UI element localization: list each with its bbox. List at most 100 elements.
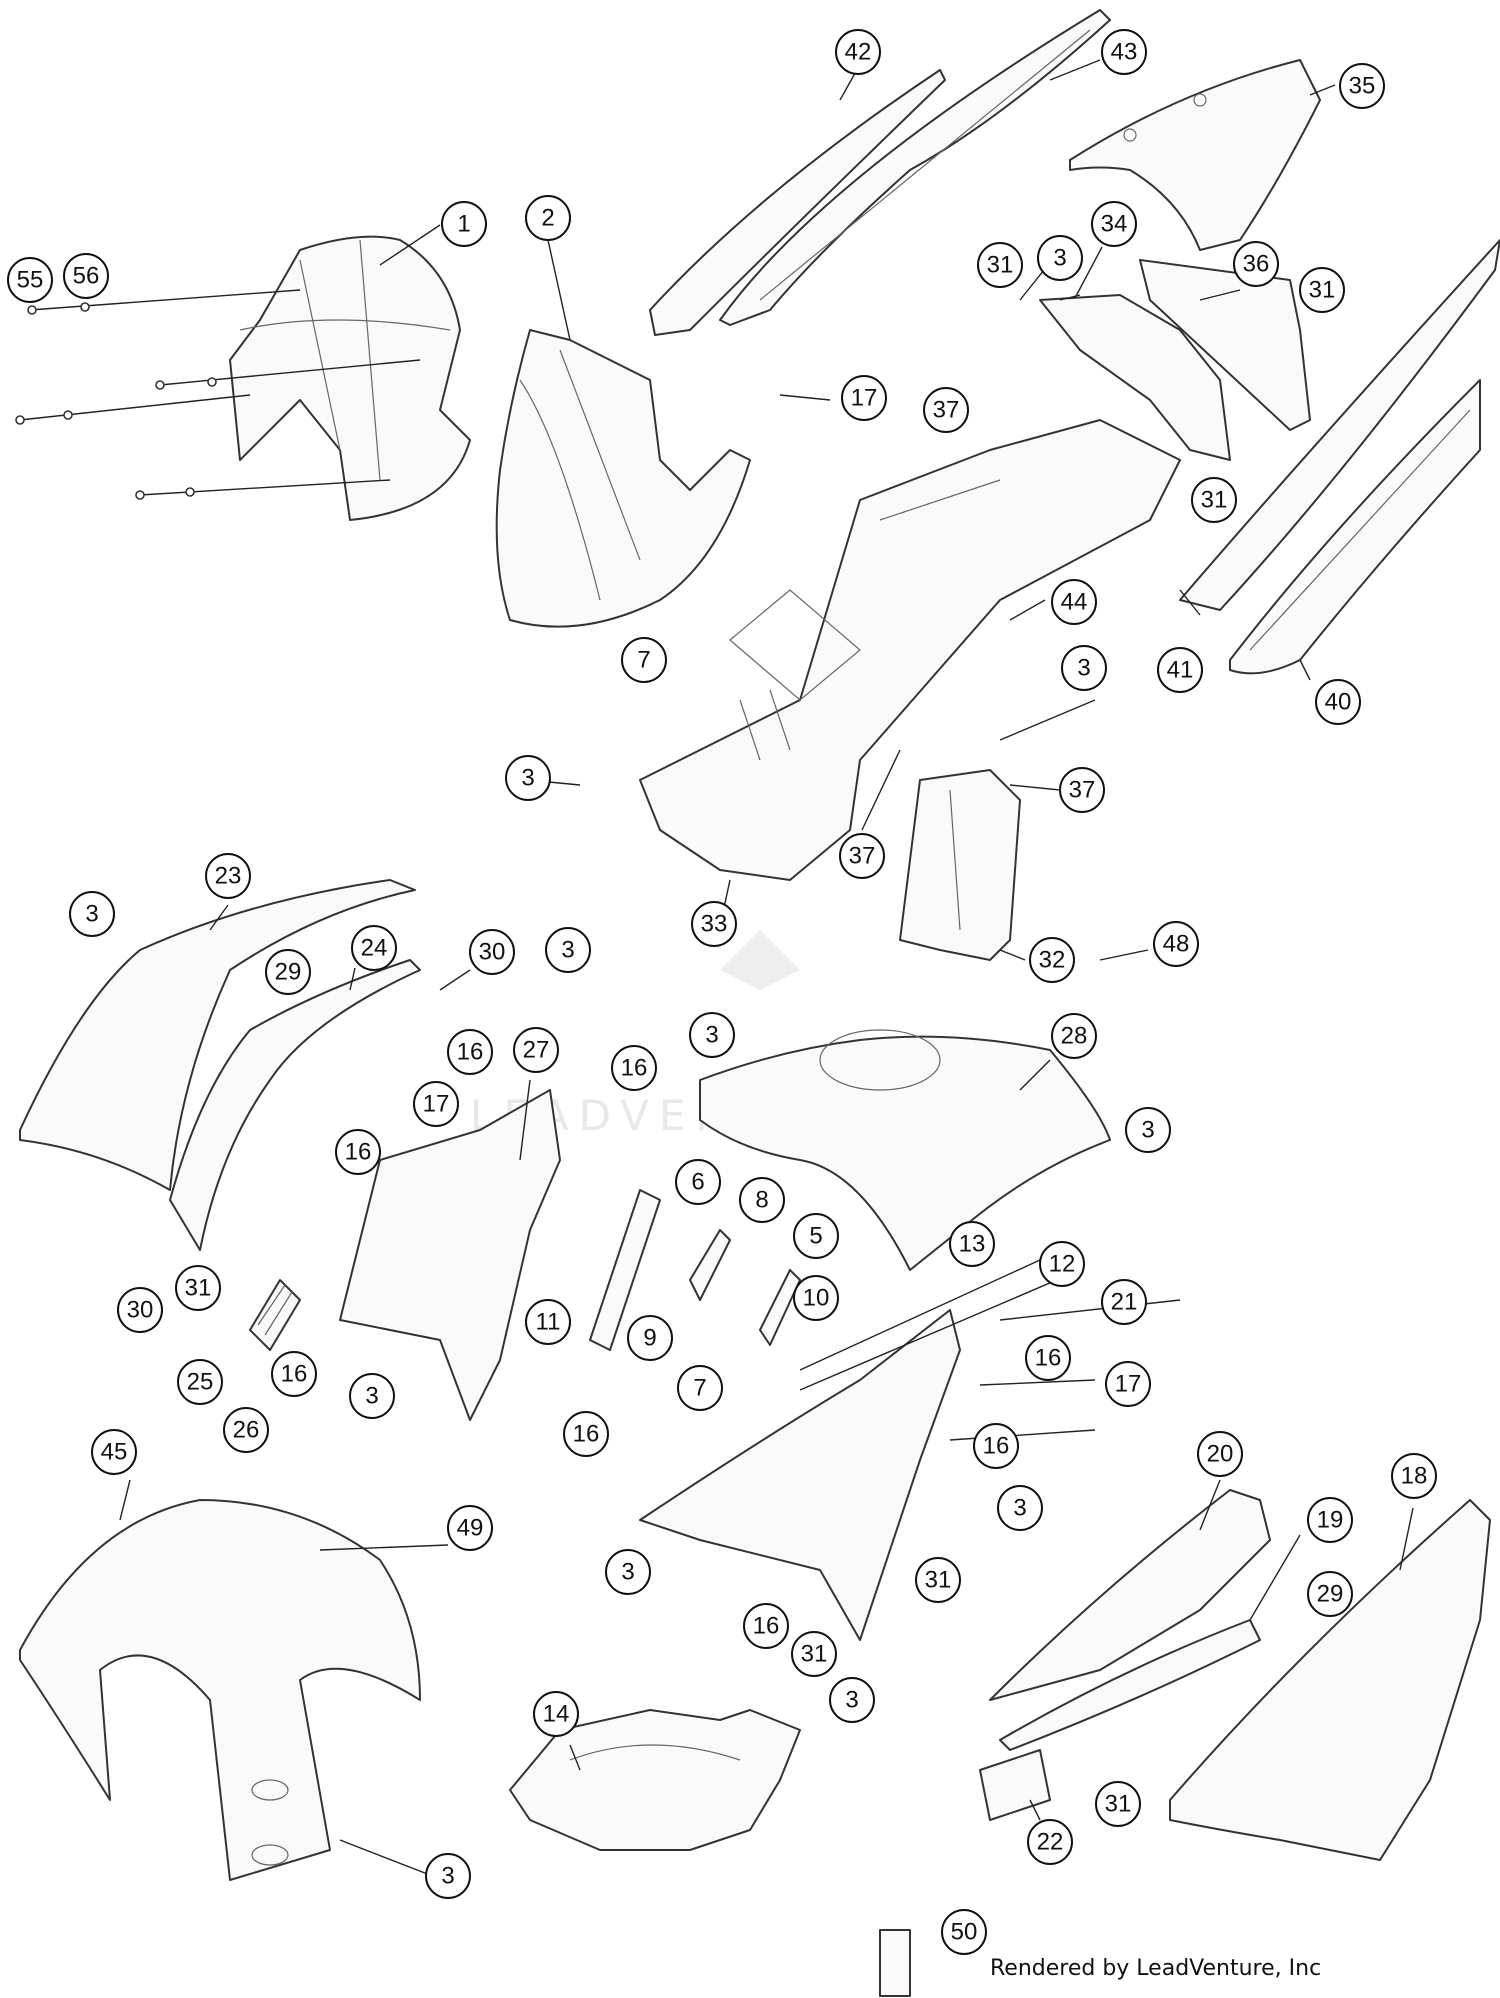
svg-text:40: 40 bbox=[1325, 689, 1352, 716]
seat-part bbox=[1069, 59, 1321, 251]
callout-18: 18 bbox=[1391, 1453, 1437, 1499]
callout-55: 55 bbox=[7, 257, 53, 303]
svg-text:17: 17 bbox=[423, 1091, 450, 1118]
callout-3: 3 bbox=[505, 755, 551, 801]
svg-text:16: 16 bbox=[1035, 1345, 1062, 1372]
front-fender-part bbox=[19, 1499, 421, 1881]
svg-text:22: 22 bbox=[1037, 1829, 1064, 1856]
callout-13: 13 bbox=[949, 1221, 995, 1267]
rear-fender-frame-part bbox=[639, 419, 1181, 881]
callout-6: 6 bbox=[675, 1159, 721, 1205]
callout-8: 8 bbox=[739, 1177, 785, 1223]
svg-text:56: 56 bbox=[73, 263, 100, 290]
svg-text:13: 13 bbox=[959, 1231, 986, 1258]
callout-40: 40 bbox=[1315, 679, 1361, 725]
callout-19: 19 bbox=[1307, 1497, 1353, 1543]
callout-12: 12 bbox=[1039, 1241, 1085, 1287]
callout-3: 3 bbox=[545, 927, 591, 973]
callout-49: 49 bbox=[447, 1505, 493, 1551]
callout-16: 16 bbox=[1025, 1335, 1071, 1381]
callout-3: 3 bbox=[425, 1853, 471, 1899]
svg-text:14: 14 bbox=[543, 1701, 570, 1728]
callout-31: 31 bbox=[791, 1631, 837, 1677]
svg-text:48: 48 bbox=[1163, 931, 1190, 958]
callout-32: 32 bbox=[1029, 937, 1075, 983]
callout-22: 22 bbox=[1027, 1819, 1073, 1865]
callout-37: 37 bbox=[923, 387, 969, 433]
screw-set-55-56 bbox=[15, 289, 421, 500]
svg-text:34: 34 bbox=[1101, 211, 1128, 238]
callout-17: 17 bbox=[1105, 1361, 1151, 1407]
callout-43: 43 bbox=[1101, 29, 1147, 75]
svg-text:20: 20 bbox=[1207, 1441, 1234, 1468]
callout-3: 3 bbox=[997, 1485, 1043, 1531]
filter-part bbox=[879, 1929, 911, 1997]
side-panel-part-20 bbox=[989, 1489, 1271, 1701]
callout-31: 31 bbox=[1095, 1781, 1141, 1827]
svg-text:29: 29 bbox=[1317, 1581, 1344, 1608]
callout-30: 30 bbox=[117, 1287, 163, 1333]
callout-17: 17 bbox=[841, 375, 887, 421]
svg-text:31: 31 bbox=[925, 1567, 952, 1594]
callout-20: 20 bbox=[1197, 1431, 1243, 1477]
svg-text:3: 3 bbox=[1053, 245, 1066, 272]
svg-text:37: 37 bbox=[933, 397, 960, 424]
callout-3: 3 bbox=[69, 891, 115, 937]
svg-text:5: 5 bbox=[809, 1223, 822, 1250]
callout-27: 27 bbox=[513, 1027, 559, 1073]
svg-text:7: 7 bbox=[693, 1375, 706, 1402]
svg-text:9: 9 bbox=[643, 1325, 656, 1352]
svg-text:3: 3 bbox=[621, 1559, 634, 1586]
callout-31: 31 bbox=[915, 1557, 961, 1603]
svg-text:16: 16 bbox=[983, 1433, 1010, 1460]
headlight-mask-part bbox=[495, 329, 751, 628]
svg-text:6: 6 bbox=[691, 1169, 704, 1196]
svg-text:26: 26 bbox=[233, 1417, 260, 1444]
svg-text:12: 12 bbox=[1049, 1251, 1076, 1278]
callout-17: 17 bbox=[413, 1081, 459, 1127]
svg-text:37: 37 bbox=[1069, 777, 1096, 804]
callout-24: 24 bbox=[351, 925, 397, 971]
callout-16: 16 bbox=[973, 1423, 1019, 1469]
svg-text:23: 23 bbox=[215, 863, 242, 890]
svg-text:55: 55 bbox=[17, 267, 44, 294]
svg-text:1: 1 bbox=[457, 211, 470, 238]
callout-29: 29 bbox=[265, 949, 311, 995]
callout-28: 28 bbox=[1051, 1013, 1097, 1059]
callout-42: 42 bbox=[835, 29, 881, 75]
callout-3: 3 bbox=[605, 1549, 651, 1595]
svg-text:36: 36 bbox=[1243, 251, 1270, 278]
svg-text:16: 16 bbox=[457, 1039, 484, 1066]
callout-9: 9 bbox=[627, 1315, 673, 1361]
rendered-by-credit: Rendered by LeadVenture, Inc bbox=[990, 1956, 1322, 1981]
side-panel-part-18 bbox=[1169, 1499, 1491, 1861]
callout-30: 30 bbox=[469, 929, 515, 975]
callout-44: 44 bbox=[1051, 579, 1097, 625]
svg-text:16: 16 bbox=[753, 1613, 780, 1640]
grille-part-22 bbox=[979, 1749, 1051, 1821]
callout-10: 10 bbox=[793, 1275, 839, 1321]
callout-16: 16 bbox=[743, 1603, 789, 1649]
parts-layer bbox=[15, 9, 1500, 1997]
svg-text:17: 17 bbox=[851, 385, 878, 412]
callout-7: 7 bbox=[677, 1365, 723, 1411]
svg-text:33: 33 bbox=[701, 911, 728, 938]
svg-text:16: 16 bbox=[345, 1139, 372, 1166]
callout-14: 14 bbox=[533, 1691, 579, 1737]
radiator-cover-part bbox=[639, 1309, 961, 1641]
svg-text:21: 21 bbox=[1111, 1289, 1138, 1316]
svg-text:50: 50 bbox=[951, 1919, 978, 1946]
side-cover-part-40 bbox=[1229, 379, 1481, 675]
callout-29: 29 bbox=[1307, 1571, 1353, 1617]
side-panel-part-19 bbox=[999, 1619, 1261, 1751]
svg-text:24: 24 bbox=[361, 935, 388, 962]
callout-35: 35 bbox=[1339, 63, 1385, 109]
callout-3: 3 bbox=[1037, 235, 1083, 281]
callout-48: 48 bbox=[1153, 921, 1199, 967]
svg-text:16: 16 bbox=[621, 1055, 648, 1082]
svg-text:18: 18 bbox=[1401, 1463, 1428, 1490]
callout-33: 33 bbox=[691, 901, 737, 947]
svg-text:3: 3 bbox=[705, 1022, 718, 1049]
bracket-set bbox=[589, 1189, 801, 1351]
